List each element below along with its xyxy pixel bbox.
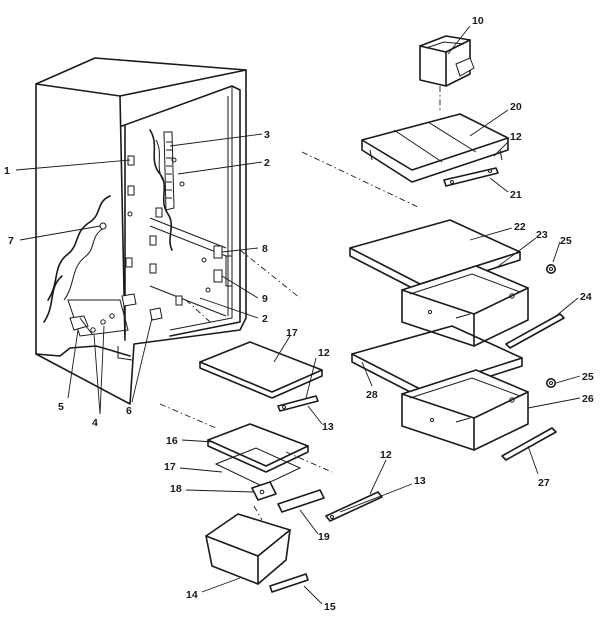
callout-5: 5 <box>58 401 64 413</box>
part-20-wire-shelf <box>361 113 509 183</box>
callout-2-lower: 2 <box>262 313 268 325</box>
callout-26: 26 <box>582 393 594 405</box>
part-19-cover <box>277 489 325 513</box>
alignment-lines <box>159 86 441 521</box>
callout-17-lower: 17 <box>164 461 176 473</box>
callout-22: 22 <box>514 221 526 233</box>
part-17-shelf-frame <box>214 447 302 487</box>
callout-12-middle: 12 <box>318 347 330 359</box>
callout-25-upper: 25 <box>560 235 572 247</box>
callout-27: 27 <box>538 477 550 489</box>
callout-3: 3 <box>264 129 270 141</box>
part-10-dairy-bin <box>419 35 475 87</box>
callout-labels: 1 2 2 3 4 5 6 7 8 9 10 12 12 12 13 13 14… <box>4 15 594 613</box>
part-24-drawer-rail <box>505 313 565 349</box>
callout-13-middle: 13 <box>322 421 334 433</box>
part-13-shelf-rail-middle <box>277 395 319 412</box>
callout-16: 16 <box>166 435 178 447</box>
callout-6: 6 <box>126 405 132 417</box>
callout-20: 20 <box>510 101 522 113</box>
callout-19: 19 <box>318 531 330 543</box>
callout-24: 24 <box>580 291 592 303</box>
part-26-crisper-drawer <box>401 369 529 451</box>
part-21-shelf-rail <box>443 167 499 187</box>
callout-12-lower: 12 <box>380 449 392 461</box>
part-15-basket-rail <box>269 573 309 593</box>
cabinet <box>35 57 247 405</box>
callout-14: 14 <box>186 589 198 601</box>
callout-18: 18 <box>170 483 182 495</box>
callout-1: 1 <box>4 165 10 177</box>
callout-21: 21 <box>510 189 522 201</box>
callout-13-lower: 13 <box>414 475 426 487</box>
callout-7: 7 <box>8 235 14 247</box>
callout-10: 10 <box>472 15 484 27</box>
callout-4: 4 <box>92 417 98 429</box>
callout-17-upper: 17 <box>286 327 298 339</box>
part-14-wire-basket <box>205 513 291 586</box>
callout-28: 28 <box>366 389 378 401</box>
callout-2-upper: 2 <box>264 157 270 169</box>
part-27-drawer-rail <box>501 427 557 461</box>
callout-12-upper: 12 <box>510 131 522 143</box>
callout-9: 9 <box>262 293 268 305</box>
callout-25-lower: 25 <box>582 371 594 383</box>
callout-8: 8 <box>262 243 268 255</box>
part-11-glass-shelf <box>199 341 323 399</box>
leader-lines <box>15 25 581 605</box>
part-18-bracket <box>251 481 277 501</box>
callout-15: 15 <box>324 601 336 613</box>
part-16-glass-shelf <box>207 423 309 473</box>
part-23-crisper-drawer <box>401 265 529 347</box>
callout-23: 23 <box>536 229 548 241</box>
part-25-glides <box>545 263 556 388</box>
